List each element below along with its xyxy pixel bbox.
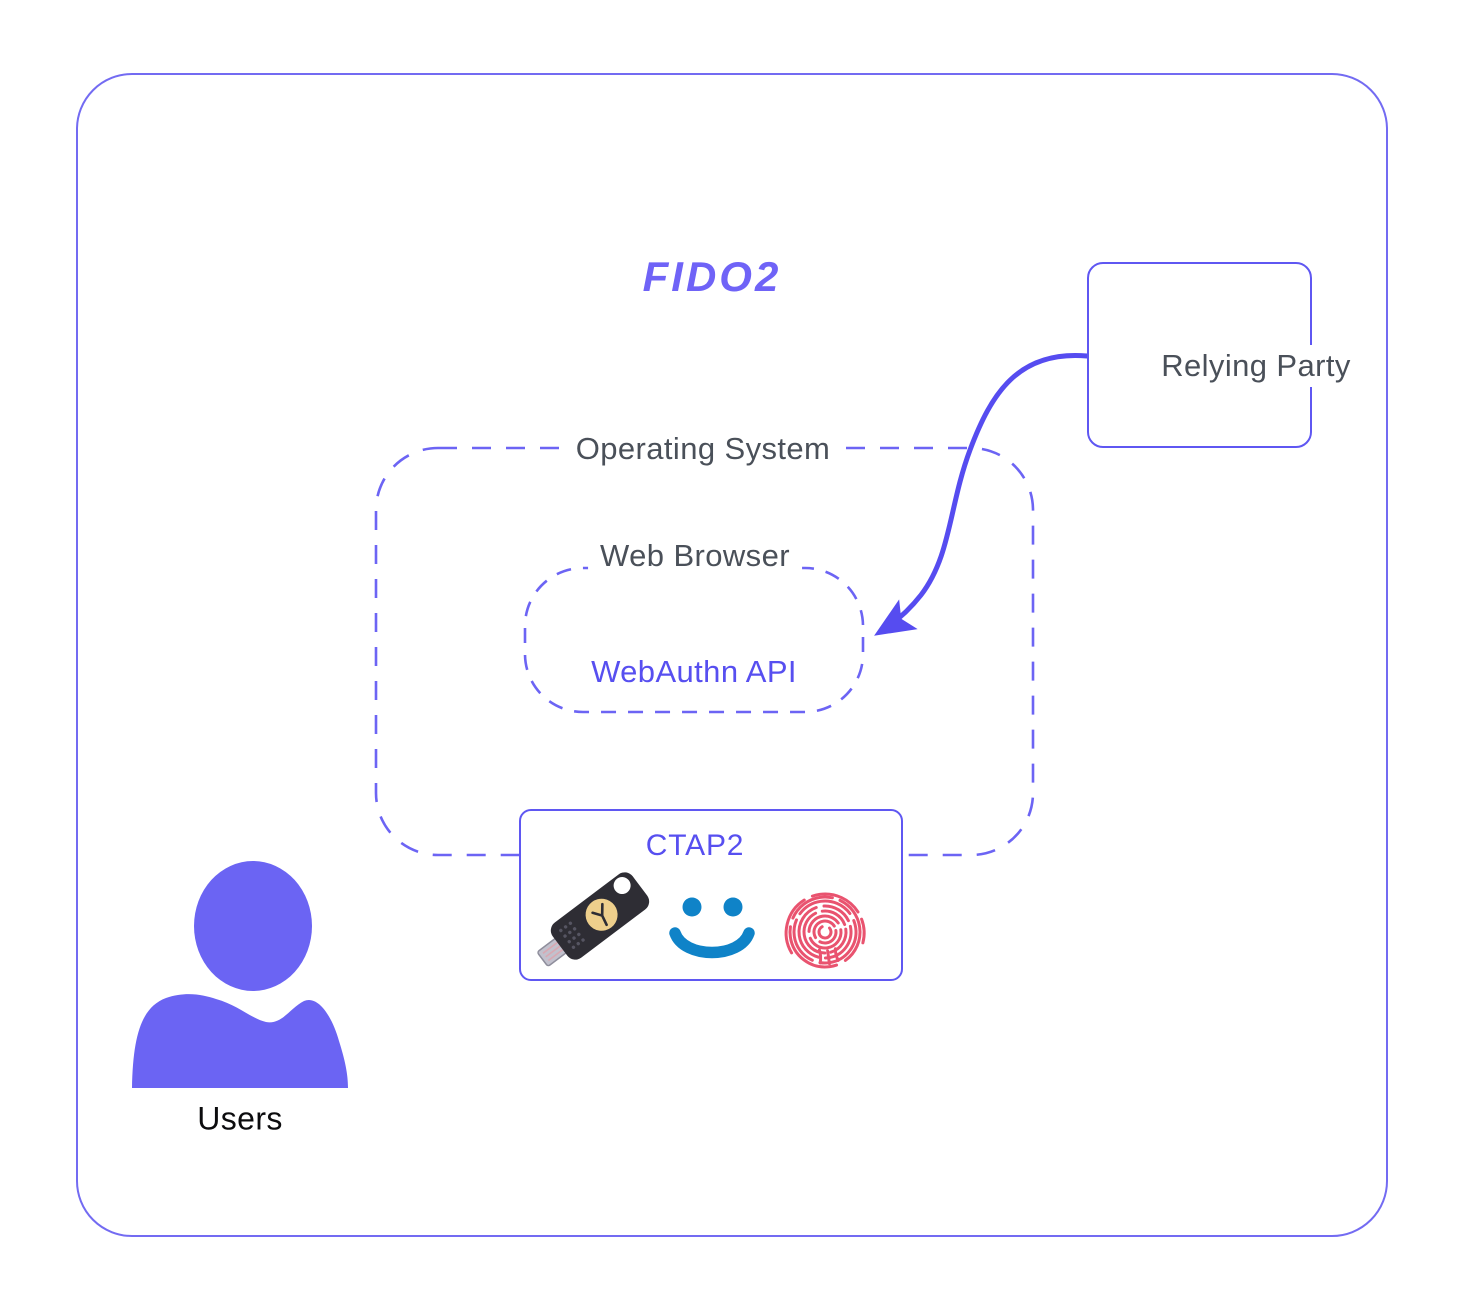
web-browser-label: Web Browser bbox=[588, 535, 802, 577]
ctap2-label: CTAP2 bbox=[645, 829, 745, 862]
operating-system-label: Operating System bbox=[563, 428, 843, 470]
fingerprint-icon bbox=[784, 892, 866, 969]
user-silhouette-icon bbox=[132, 861, 348, 1088]
users-label: Users bbox=[197, 1100, 283, 1137]
usb-security-key-icon bbox=[537, 872, 650, 967]
face-recognition-smiley-icon bbox=[669, 897, 755, 959]
webauthn-api-label: WebAuthn API bbox=[591, 654, 797, 689]
diagram-title: FIDO2 bbox=[642, 253, 782, 300]
fido2-boundary-box bbox=[76, 73, 1388, 1237]
relying-party-label: Relying Party bbox=[1149, 345, 1363, 387]
